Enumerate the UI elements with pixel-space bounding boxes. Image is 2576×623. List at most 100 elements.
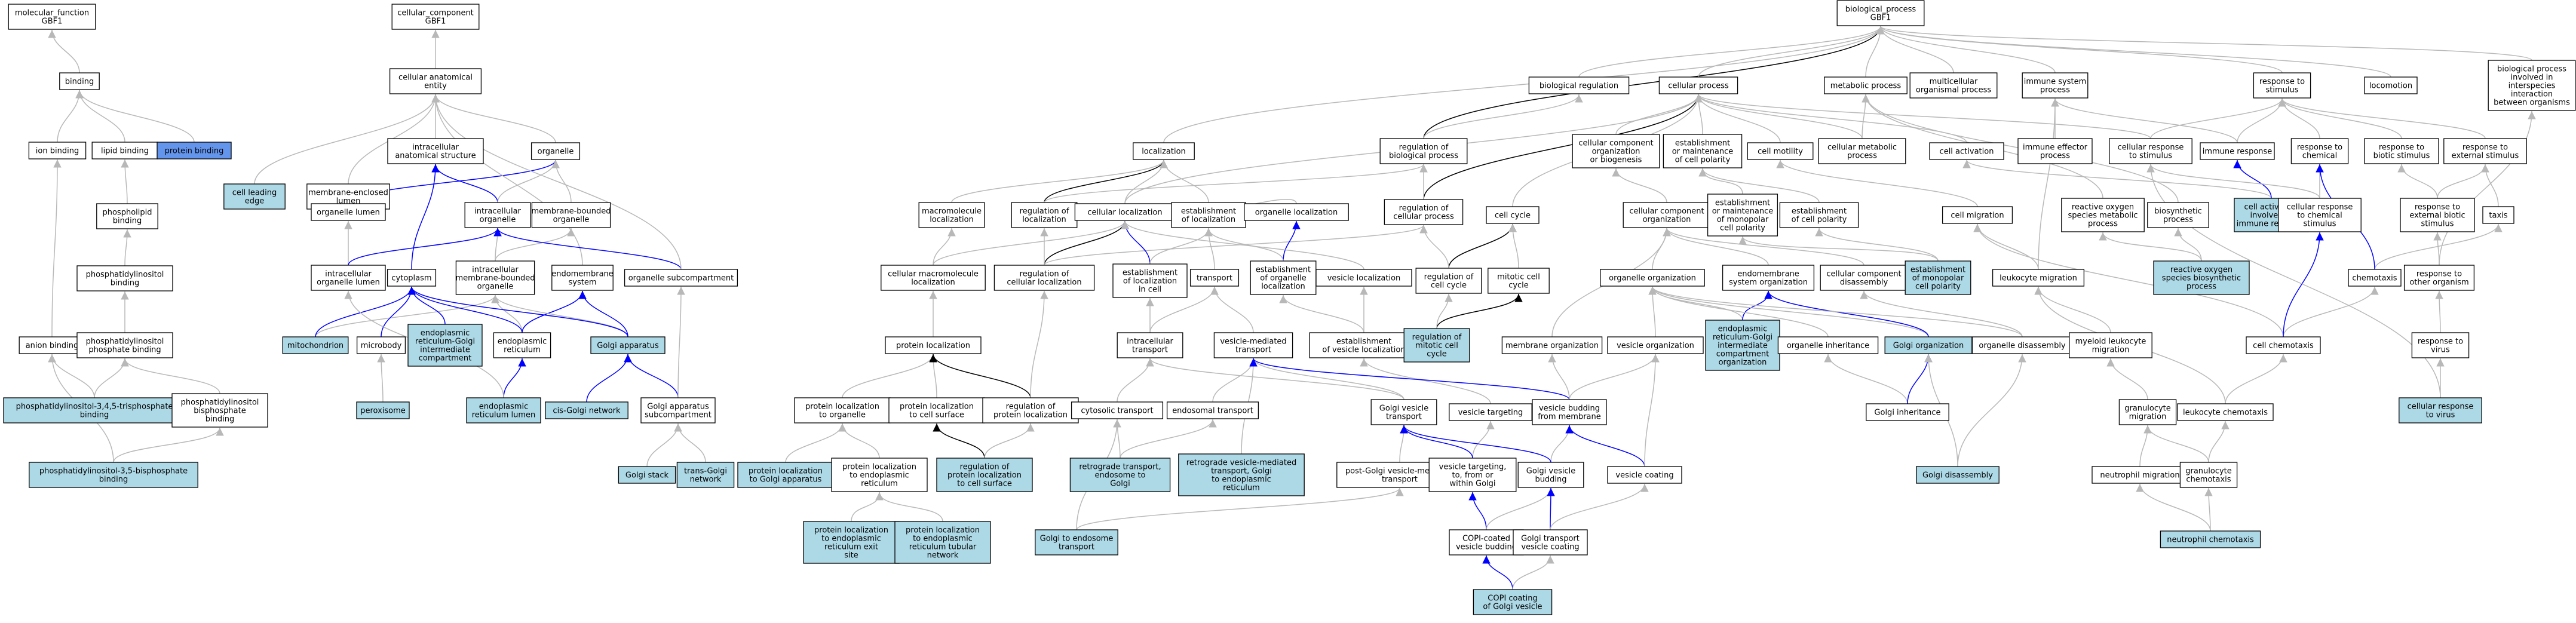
go-term-node[interactable]: peroxisome <box>356 401 410 419</box>
go-term-node[interactable]: organelle disassembly <box>1971 336 2073 354</box>
go-term-node[interactable]: binding <box>59 72 100 90</box>
go-term-node[interactable]: Golgi apparatus <box>590 336 666 354</box>
go-term-node[interactable]: microbody <box>356 336 406 354</box>
go-term-node[interactable]: neutrophil migration <box>2092 466 2188 484</box>
go-term-node[interactable]: phosphatidylinositol-3,5-bisphosphatebin… <box>29 462 198 488</box>
go-term-node[interactable]: immune response <box>2200 142 2275 160</box>
go-term-node[interactable]: metabolic process <box>1824 76 1908 94</box>
go-term-node[interactable]: leukocyte chemotaxis <box>2177 403 2274 421</box>
go-term-node[interactable]: organelle localization <box>1244 203 1349 221</box>
go-term-node[interactable]: lipid binding <box>91 142 158 159</box>
go-term-node[interactable]: protein binding <box>157 142 232 159</box>
go-term-node[interactable]: cell migration <box>1942 206 2013 224</box>
go-term-node[interactable]: cellular localization <box>1074 203 1176 221</box>
go-term-node[interactable]: taxis <box>2482 206 2514 224</box>
go-term-node[interactable]: protein localization <box>885 336 982 354</box>
go-term-node[interactable]: Golgi organization <box>1884 336 1973 354</box>
go-term-node[interactable]: phosphatidylinositol-3,4,5-trisphosphate… <box>3 397 186 423</box>
go-term-node[interactable]: vesicle organization <box>1607 336 1704 354</box>
go-term-node[interactable]: membrane organization <box>1501 336 1603 354</box>
go-term-node[interactable]: mitochondrion <box>282 336 349 354</box>
go-term-node[interactable]: cell motility <box>1747 142 1814 160</box>
go-term-node[interactable]: organelle <box>530 142 581 160</box>
go-term-node[interactable]: anion binding <box>19 336 85 354</box>
go-term-node[interactable]: cell chemotaxis <box>2246 336 2321 354</box>
go-term-node[interactable]: cytosolic transport <box>1071 401 1164 419</box>
go-term-node[interactable]: vesicle coating <box>1607 466 1682 484</box>
go-term-node[interactable]: biological regulation <box>1528 76 1630 94</box>
go-term-node[interactable]: localization <box>1133 142 1195 160</box>
go-term-node[interactable]: endoplasmicreticulum-Golgiintermediateco… <box>407 324 483 367</box>
go-term-node[interactable]: neutrophil chemotaxis <box>2160 530 2261 548</box>
go-term-node[interactable]: vesicle localization <box>1315 269 1412 287</box>
go-term-node[interactable]: organelle lumen <box>311 203 386 221</box>
go-term-node[interactable]: cis-Golgi network <box>545 401 628 419</box>
go-term-node[interactable]: cell activation <box>1929 142 2004 160</box>
go-term-node[interactable]: organelle subcompartment <box>624 269 738 287</box>
go-term-node[interactable]: vesicle targeting <box>1449 403 1532 421</box>
go-term-node[interactable]: endosomal transport <box>1166 401 1259 419</box>
go-term-node[interactable]: Golgi inheritance <box>1866 403 1949 421</box>
go-term-node[interactable]: ion binding <box>28 142 87 159</box>
go-term-node[interactable]: chemotaxis <box>2348 269 2402 287</box>
go-term-node[interactable]: cell cycle <box>1486 206 1540 224</box>
go-term-node[interactable]: organelle inheritance <box>1777 336 1879 354</box>
go-term-node[interactable]: cytoplasm <box>387 269 437 287</box>
